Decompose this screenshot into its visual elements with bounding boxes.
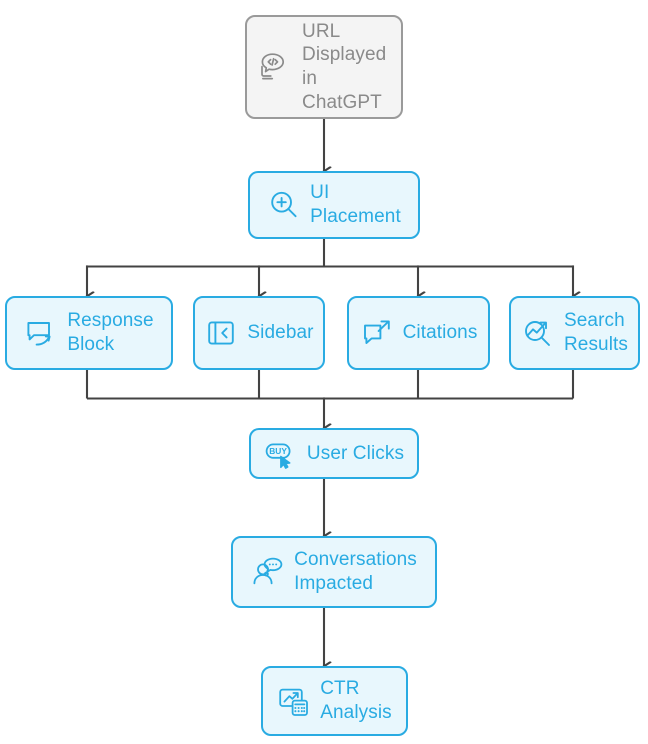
chart-calculator-icon	[277, 684, 311, 718]
edge-ui-placement-fanout	[87, 239, 573, 296]
node-conversations-impacted[interactable]: Conversations Impacted	[231, 536, 437, 608]
node-label: CTR Analysis	[320, 678, 392, 723]
node-user-clicks[interactable]: BUY User Clicks	[249, 428, 419, 479]
node-label: Conversations Impacted	[294, 549, 417, 594]
node-ui-placement[interactable]: UI Placement	[248, 171, 420, 239]
magnifier-plus-icon	[267, 188, 301, 222]
sidebar-panel-icon	[204, 316, 238, 350]
node-label: User Clicks	[306, 442, 405, 464]
node-citations[interactable]: Citations	[347, 296, 490, 370]
svg-text:BUY: BUY	[269, 446, 287, 456]
person-speech-bubble-icon	[251, 555, 285, 589]
node-url-displayed[interactable]: URL Displayed in ChatGPT	[245, 15, 403, 119]
buy-cursor-icon: BUY	[264, 437, 298, 471]
node-label: Citations	[402, 322, 478, 344]
edge-placements-to-user-clicks	[85, 370, 575, 428]
node-label: UI Placement	[310, 182, 401, 227]
code-chat-bubble-icon	[259, 50, 293, 84]
node-label: URL Displayed in ChatGPT	[302, 20, 387, 113]
node-search-results[interactable]: Search Results	[509, 296, 640, 370]
chat-bubble-arrow-icon	[24, 316, 58, 350]
magnifier-trend-icon	[521, 316, 555, 350]
node-label: Response Block	[67, 310, 154, 355]
node-label: Sidebar	[247, 322, 314, 344]
node-response-block[interactable]: Response Block	[5, 296, 173, 370]
chat-bubble-external-link-icon	[360, 316, 394, 350]
node-sidebar[interactable]: Sidebar	[193, 296, 325, 370]
node-label: Search Results	[563, 310, 629, 355]
node-ctr-analysis[interactable]: CTR Analysis	[261, 666, 408, 736]
